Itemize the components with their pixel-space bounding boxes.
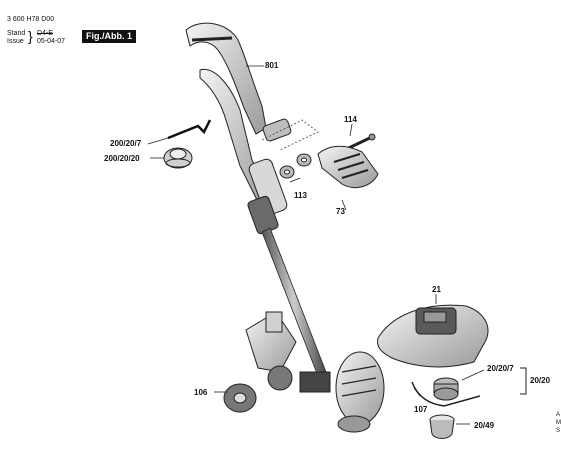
auxiliary-handle-part	[317, 145, 379, 189]
motor-head	[299, 351, 385, 433]
part-label-200-20-20: 200/20/20	[104, 154, 140, 163]
part-label-20-49: 20/49	[474, 421, 495, 430]
edge-text-m: M	[556, 420, 561, 426]
leader-outline	[261, 119, 319, 151]
part-label-73: 73	[336, 207, 345, 216]
washer-part	[279, 153, 312, 179]
spring-clip-part	[167, 119, 212, 140]
stand-label: Stand	[7, 30, 26, 37]
brace-icon: }	[28, 28, 33, 44]
leader-lines	[147, 65, 485, 425]
guard-part	[377, 304, 489, 368]
part-label-20-20-7: 20/20/7	[487, 364, 514, 373]
part-label-200-20-7: 200/20/7	[110, 139, 142, 148]
spool-assembly-part	[433, 377, 459, 401]
issue-label: Issue	[7, 38, 24, 45]
part-label-107: 107	[414, 405, 428, 414]
part-label-801: 801	[265, 61, 279, 70]
edge-text-a: A	[556, 412, 560, 418]
figure-badge: Fig./Abb. 1	[82, 30, 136, 43]
part-label-21: 21	[432, 285, 441, 294]
revision-mark: D4-E	[37, 30, 53, 37]
spool-part	[163, 147, 193, 169]
spool-cap-part	[429, 414, 455, 439]
issue-date: 05-04-07	[37, 38, 66, 45]
group-bracket	[520, 367, 527, 395]
part-label-20-20: 20/20	[530, 376, 551, 385]
handle-assembly	[185, 22, 292, 235]
doc-number: 3 600 H78 D00	[7, 16, 55, 23]
spring-part	[411, 381, 481, 407]
wheel-attachment-part	[223, 311, 297, 413]
part-label-106: 106	[194, 388, 208, 397]
part-label-113: 113	[294, 191, 307, 200]
edge-text-s: S	[556, 428, 560, 434]
part-label-114: 114	[344, 115, 357, 124]
